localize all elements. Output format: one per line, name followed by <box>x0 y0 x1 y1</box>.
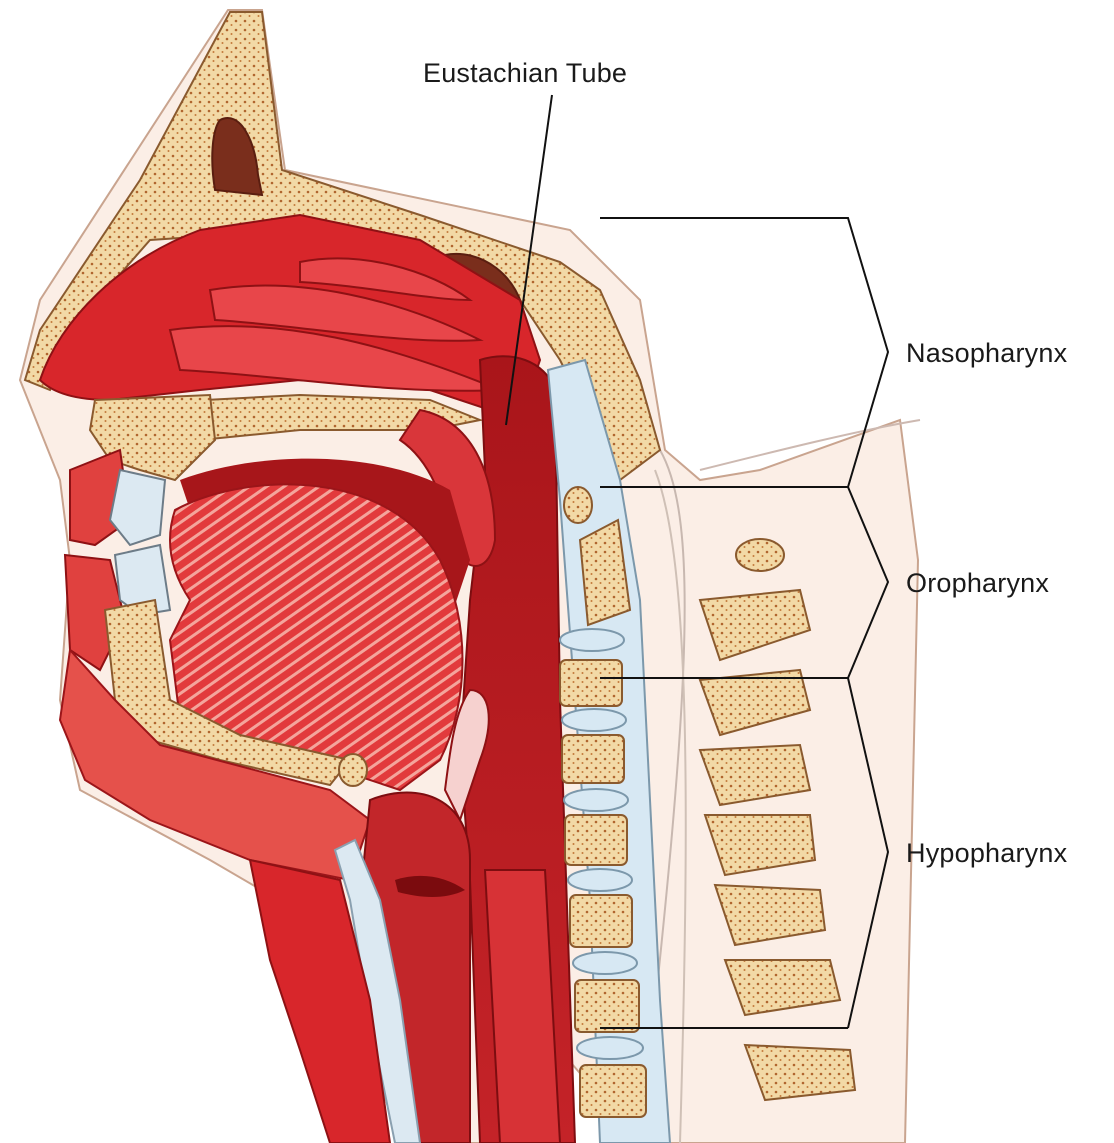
vertebra-body <box>562 735 624 783</box>
hyoid-bone <box>339 754 367 786</box>
intervertebral-disc <box>577 1037 643 1059</box>
intervertebral-disc <box>562 709 626 731</box>
vertebra-body <box>565 815 627 865</box>
label-hypopharynx: Hypopharynx <box>906 838 1067 869</box>
vertebra-body <box>575 980 639 1032</box>
label-oropharynx: Oropharynx <box>906 568 1049 599</box>
vertebra-body <box>570 895 632 947</box>
spinous-process <box>745 1045 855 1100</box>
intervertebral-disc <box>568 869 632 891</box>
spinous-process <box>736 539 784 571</box>
intervertebral-disc <box>573 952 637 974</box>
intervertebral-disc <box>560 629 624 651</box>
vertebra-body <box>560 660 622 706</box>
vertebra-body <box>580 1065 646 1117</box>
label-nasopharynx: Nasopharynx <box>906 338 1067 369</box>
label-eustachian-tube: Eustachian Tube <box>423 58 627 89</box>
intervertebral-disc <box>564 789 628 811</box>
atlas-anterior-arch <box>564 487 592 523</box>
